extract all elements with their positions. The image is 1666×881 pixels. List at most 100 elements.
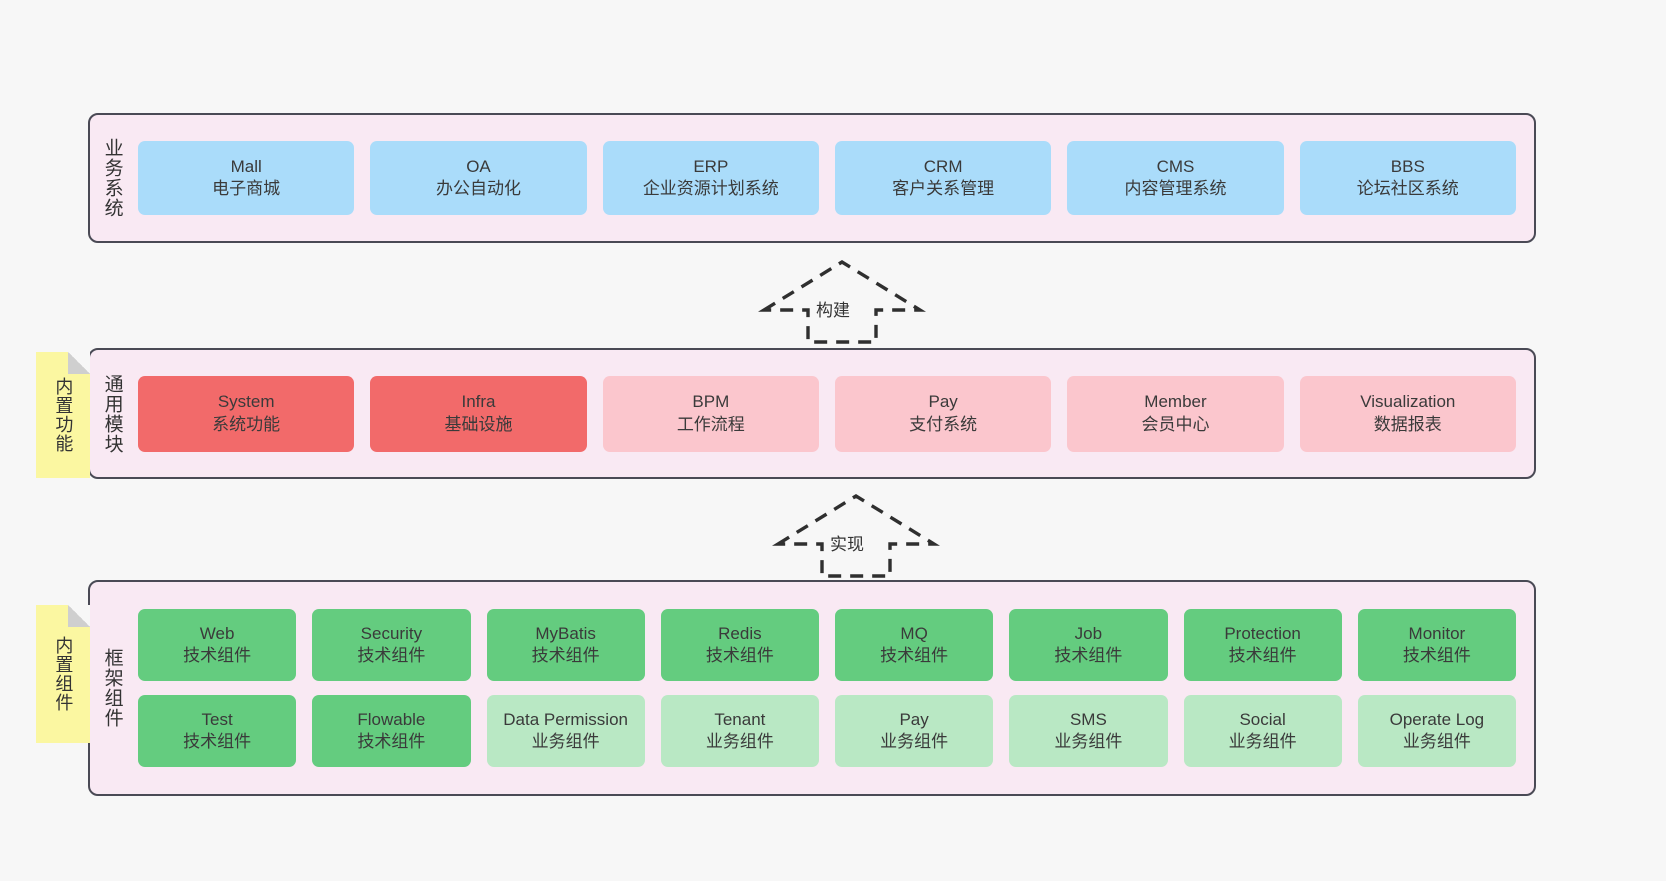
node-title: OA xyxy=(466,156,491,176)
node-subtitle: 技术组件 xyxy=(1228,646,1297,665)
node-job[interactable]: Job 技术组件 xyxy=(1009,609,1168,681)
node-mybatis[interactable]: MyBatis 技术组件 xyxy=(486,609,645,681)
layer-body-common: System 系统功能 Infra 基础设施 BPM 工作流程 Pay 支付系统… xyxy=(134,350,1534,477)
dashed-arrow-up-icon xyxy=(757,260,927,344)
node-erp[interactable]: ERP 企业资源计划系统 xyxy=(602,141,819,215)
node-title: ERP xyxy=(693,156,729,176)
node-bpm[interactable]: BPM 工作流程 xyxy=(602,375,819,452)
node-web[interactable]: Web 技术组件 xyxy=(138,609,297,681)
node-visualization[interactable]: Visualization 数据报表 xyxy=(1299,375,1516,452)
dashed-arrow-up-icon xyxy=(771,494,941,578)
node-title: Monitor xyxy=(1408,623,1466,643)
node-redis[interactable]: Redis 技术组件 xyxy=(660,609,819,681)
node-subtitle: 工作流程 xyxy=(676,414,745,434)
node-tenant[interactable]: Tenant 业务组件 xyxy=(660,695,819,767)
node-system[interactable]: System 系统功能 xyxy=(138,375,355,452)
node-subtitle: 业务组件 xyxy=(1402,732,1471,751)
node-title: Redis xyxy=(718,623,762,643)
node-subtitle: 电子商城 xyxy=(212,179,281,198)
node-title: Job xyxy=(1074,623,1103,643)
node-title: CMS xyxy=(1156,156,1195,176)
node-subtitle: 论坛社区系统 xyxy=(1356,179,1459,198)
node-mq[interactable]: MQ 技术组件 xyxy=(835,609,994,681)
node-subtitle: 技术组件 xyxy=(183,732,252,751)
node-subtitle: 技术组件 xyxy=(357,646,426,665)
node-title: Test xyxy=(201,709,233,729)
node-infra[interactable]: Infra 基础设施 xyxy=(370,375,587,452)
node-title: Tenant xyxy=(714,709,766,729)
layer-title-business: 业务系统 xyxy=(101,138,123,218)
node-subtitle: 业务组件 xyxy=(531,732,600,751)
node-title: Flowable xyxy=(357,709,426,729)
layer-body-framework: Web 技术组件 Security 技术组件 MyBatis 技术组件 Redi… xyxy=(134,582,1534,794)
node-sms[interactable]: SMS 业务组件 xyxy=(1009,695,1168,767)
node-title: BPM xyxy=(692,392,730,412)
node-operate-log[interactable]: Operate Log 业务组件 xyxy=(1357,695,1516,767)
node-oa[interactable]: OA 办公自动化 xyxy=(370,141,587,215)
node-title: MyBatis xyxy=(535,623,596,643)
node-subtitle: 业务组件 xyxy=(705,732,774,751)
node-subtitle: 支付系统 xyxy=(909,414,978,434)
note-builtin-features: 内置功能 xyxy=(36,352,90,478)
node-subtitle: 技术组件 xyxy=(183,646,252,665)
node-title: Infra xyxy=(461,392,496,412)
node-subtitle: 客户关系管理 xyxy=(892,179,995,198)
node-title: Protection xyxy=(1224,623,1301,643)
node-mall[interactable]: Mall 电子商城 xyxy=(138,141,355,215)
node-subtitle: 基础设施 xyxy=(444,414,513,434)
node-title: MQ xyxy=(900,623,928,643)
node-security[interactable]: Security 技术组件 xyxy=(312,609,471,681)
node-title: Social xyxy=(1239,709,1286,729)
node-title: Pay xyxy=(899,709,929,729)
note-builtin-components: 内置组件 xyxy=(36,605,90,743)
node-member[interactable]: Member 会员中心 xyxy=(1067,375,1284,452)
layer-body-business: Mall 电子商城 OA 办公自动化 ERP 企业资源计划系统 CRM 客户关系… xyxy=(134,115,1534,241)
note-text: 内置组件 xyxy=(53,636,74,712)
node-title: Security xyxy=(360,623,423,643)
node-title: System xyxy=(217,392,275,412)
connector-build: 构建 xyxy=(754,258,930,344)
business-row: Mall 电子商城 OA 办公自动化 ERP 企业资源计划系统 CRM 客户关系… xyxy=(138,141,1516,215)
node-subtitle: 数据报表 xyxy=(1373,414,1442,434)
node-protection[interactable]: Protection 技术组件 xyxy=(1183,609,1342,681)
node-title: Data Permission xyxy=(503,709,628,729)
node-subtitle: 业务组件 xyxy=(1054,732,1123,751)
node-monitor[interactable]: Monitor 技术组件 xyxy=(1357,609,1516,681)
node-subtitle: 系统功能 xyxy=(212,414,281,434)
node-title: Mall xyxy=(230,156,262,176)
note-text: 内置功能 xyxy=(53,377,74,453)
node-subtitle: 技术组件 xyxy=(357,732,426,751)
node-subtitle: 业务组件 xyxy=(880,732,949,751)
node-title: Pay xyxy=(928,392,958,412)
node-subtitle: 会员中心 xyxy=(1141,414,1210,434)
node-subtitle: 企业资源计划系统 xyxy=(642,179,779,198)
node-cms[interactable]: CMS 内容管理系统 xyxy=(1067,141,1284,215)
connector-implement: 实现 xyxy=(768,492,944,578)
node-social[interactable]: Social 业务组件 xyxy=(1183,695,1342,767)
node-title: BBS xyxy=(1390,156,1425,176)
connector-label-build: 构建 xyxy=(814,296,852,321)
node-pay[interactable]: Pay 支付系统 xyxy=(834,375,1052,452)
node-title: Operate Log xyxy=(1389,709,1485,729)
layer-common-modules: 通用模块 System 系统功能 Infra 基础设施 BPM 工作流程 Pay… xyxy=(88,348,1536,479)
connector-label-implement: 实现 xyxy=(828,530,866,555)
node-subtitle: 技术组件 xyxy=(880,646,949,665)
node-subtitle: 技术组件 xyxy=(1402,646,1471,665)
framework-row-business: Test 技术组件 Flowable 技术组件 Data Permission … xyxy=(138,695,1516,767)
node-title: Member xyxy=(1144,392,1207,412)
node-subtitle: 办公自动化 xyxy=(435,179,521,198)
layer-title-framework: 框架组件 xyxy=(101,648,123,728)
node-pay-component[interactable]: Pay 业务组件 xyxy=(835,695,994,767)
common-row: System 系统功能 Infra 基础设施 BPM 工作流程 Pay 支付系统… xyxy=(138,375,1516,452)
node-data-permission[interactable]: Data Permission 业务组件 xyxy=(486,695,645,767)
node-test[interactable]: Test 技术组件 xyxy=(138,695,297,767)
node-subtitle: 技术组件 xyxy=(531,646,600,665)
node-crm[interactable]: CRM 客户关系管理 xyxy=(834,141,1052,215)
node-flowable[interactable]: Flowable 技术组件 xyxy=(312,695,471,767)
node-title: Web xyxy=(199,623,235,643)
node-subtitle: 内容管理系统 xyxy=(1124,179,1227,198)
node-bbs[interactable]: BBS 论坛社区系统 xyxy=(1299,141,1516,215)
node-title: CRM xyxy=(923,156,963,176)
node-title: SMS xyxy=(1069,709,1107,729)
